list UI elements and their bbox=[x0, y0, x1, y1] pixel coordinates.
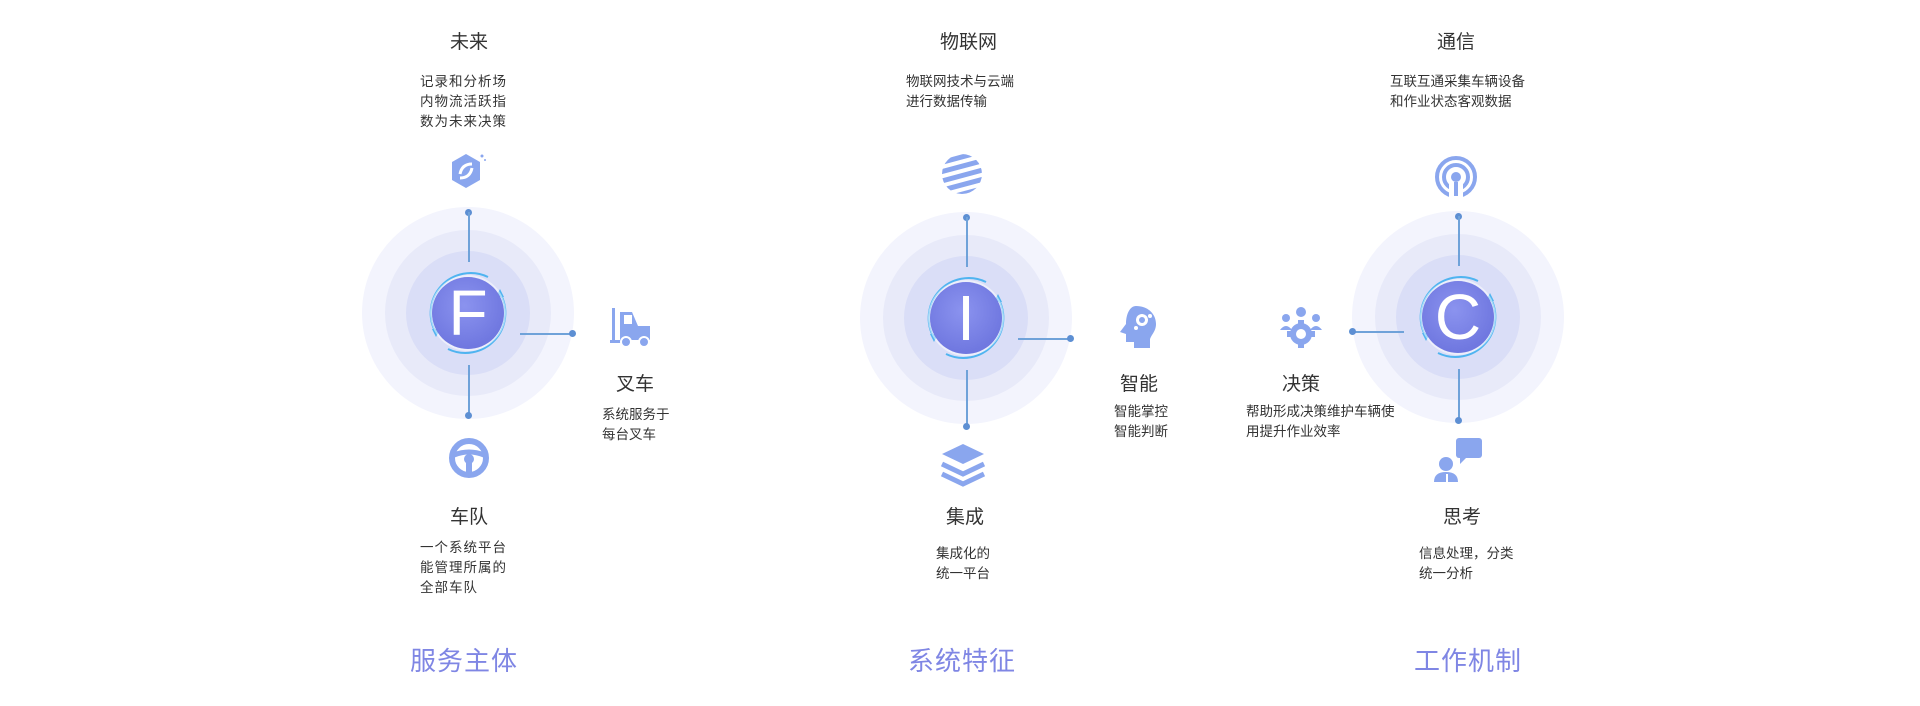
stacked-layers-icon bbox=[940, 444, 986, 487]
desc-line: 内物流活跃指 bbox=[420, 94, 507, 110]
connector-line bbox=[520, 333, 570, 335]
section-label: 服务主体 bbox=[410, 647, 519, 677]
chat-person-icon bbox=[1434, 438, 1482, 482]
core-letter-circle: F bbox=[432, 277, 504, 349]
side-description: 智能掌控 智能判断 bbox=[1114, 402, 1168, 442]
connector-line bbox=[1458, 369, 1460, 419]
bottom-description: 集成化的 统一平台 bbox=[936, 544, 990, 584]
connector-line bbox=[1018, 338, 1068, 340]
bottom-description: 一个系统平台 能管理所属的 全部车队 bbox=[420, 538, 507, 598]
side-title: 决策 bbox=[1282, 373, 1321, 395]
connector-line bbox=[468, 212, 470, 262]
brain-head-icon bbox=[1120, 306, 1156, 348]
desc-line: 帮助形成决策维护车辆使 bbox=[1246, 404, 1395, 420]
connector-line bbox=[966, 370, 968, 426]
connector-line bbox=[1354, 331, 1404, 333]
section-label: 系统特征 bbox=[908, 647, 1017, 677]
bottom-title: 车队 bbox=[450, 506, 489, 528]
side-title: 智能 bbox=[1120, 373, 1159, 395]
connector-line bbox=[468, 365, 470, 413]
connector-line bbox=[1458, 216, 1460, 266]
core-letter: F bbox=[448, 277, 488, 349]
desc-line: 统一平台 bbox=[936, 566, 990, 582]
core-letter: I bbox=[957, 282, 975, 354]
desc-line: 每台叉车 bbox=[602, 427, 656, 443]
steering-wheel-icon bbox=[449, 438, 489, 478]
side-description: 系统服务于 每台叉车 bbox=[602, 405, 670, 445]
connector-dot bbox=[1455, 417, 1462, 424]
side-title: 叉车 bbox=[616, 373, 655, 395]
top-description: 物联网技术与云端 进行数据传输 bbox=[906, 72, 1014, 112]
connector-dot bbox=[1349, 328, 1356, 335]
top-description: 记录和分析场 内物流活跃指 数为未来决策 bbox=[420, 72, 507, 132]
desc-line: 智能判断 bbox=[1114, 424, 1168, 440]
bottom-title: 思考 bbox=[1443, 506, 1482, 528]
top-title: 未来 bbox=[450, 31, 489, 53]
connector-line bbox=[966, 217, 968, 267]
connector-dot bbox=[963, 423, 970, 430]
bottom-description: 信息处理，分类 统一分析 bbox=[1419, 544, 1514, 584]
broadcast-signal-icon bbox=[1435, 156, 1477, 200]
bottom-title: 集成 bbox=[946, 506, 985, 528]
desc-line: 物联网技术与云端 bbox=[906, 74, 1014, 90]
top-description: 互联互通采集车辆设备 和作业状态客观数据 bbox=[1390, 72, 1525, 112]
desc-line: 集成化的 bbox=[936, 546, 990, 562]
desc-line: 统一分析 bbox=[1419, 566, 1473, 582]
desc-line: 智能掌控 bbox=[1114, 404, 1168, 420]
connector-dot bbox=[465, 412, 472, 419]
desc-line: 和作业状态客观数据 bbox=[1390, 94, 1512, 110]
desc-line: 互联互通采集车辆设备 bbox=[1390, 74, 1525, 90]
striped-globe-icon bbox=[942, 154, 982, 194]
forklift-icon bbox=[610, 308, 650, 348]
desc-line: 记录和分析场 bbox=[420, 74, 507, 90]
top-title: 物联网 bbox=[940, 31, 998, 53]
hexagon-refresh-icon bbox=[452, 154, 486, 188]
desc-line: 能管理所属的 bbox=[420, 560, 507, 576]
connector-dot bbox=[569, 330, 576, 337]
desc-line: 数为未来决策 bbox=[420, 114, 507, 130]
core-letter-circle: I bbox=[930, 282, 1002, 354]
desc-line: 全部车队 bbox=[420, 580, 478, 596]
core-letter-circle: C bbox=[1422, 281, 1494, 353]
core-letter: C bbox=[1434, 281, 1482, 353]
section-label: 工作机制 bbox=[1414, 647, 1523, 677]
side-description: 帮助形成决策维护车辆使 用提升作业效率 bbox=[1246, 402, 1395, 442]
team-gear-icon bbox=[1280, 307, 1322, 348]
connector-dot bbox=[1067, 335, 1074, 342]
desc-line: 信息处理，分类 bbox=[1419, 546, 1514, 562]
top-title: 通信 bbox=[1437, 31, 1476, 53]
desc-line: 一个系统平台 bbox=[420, 540, 507, 556]
desc-line: 进行数据传输 bbox=[906, 94, 987, 110]
desc-line: 用提升作业效率 bbox=[1246, 424, 1341, 440]
desc-line: 系统服务于 bbox=[602, 407, 670, 423]
